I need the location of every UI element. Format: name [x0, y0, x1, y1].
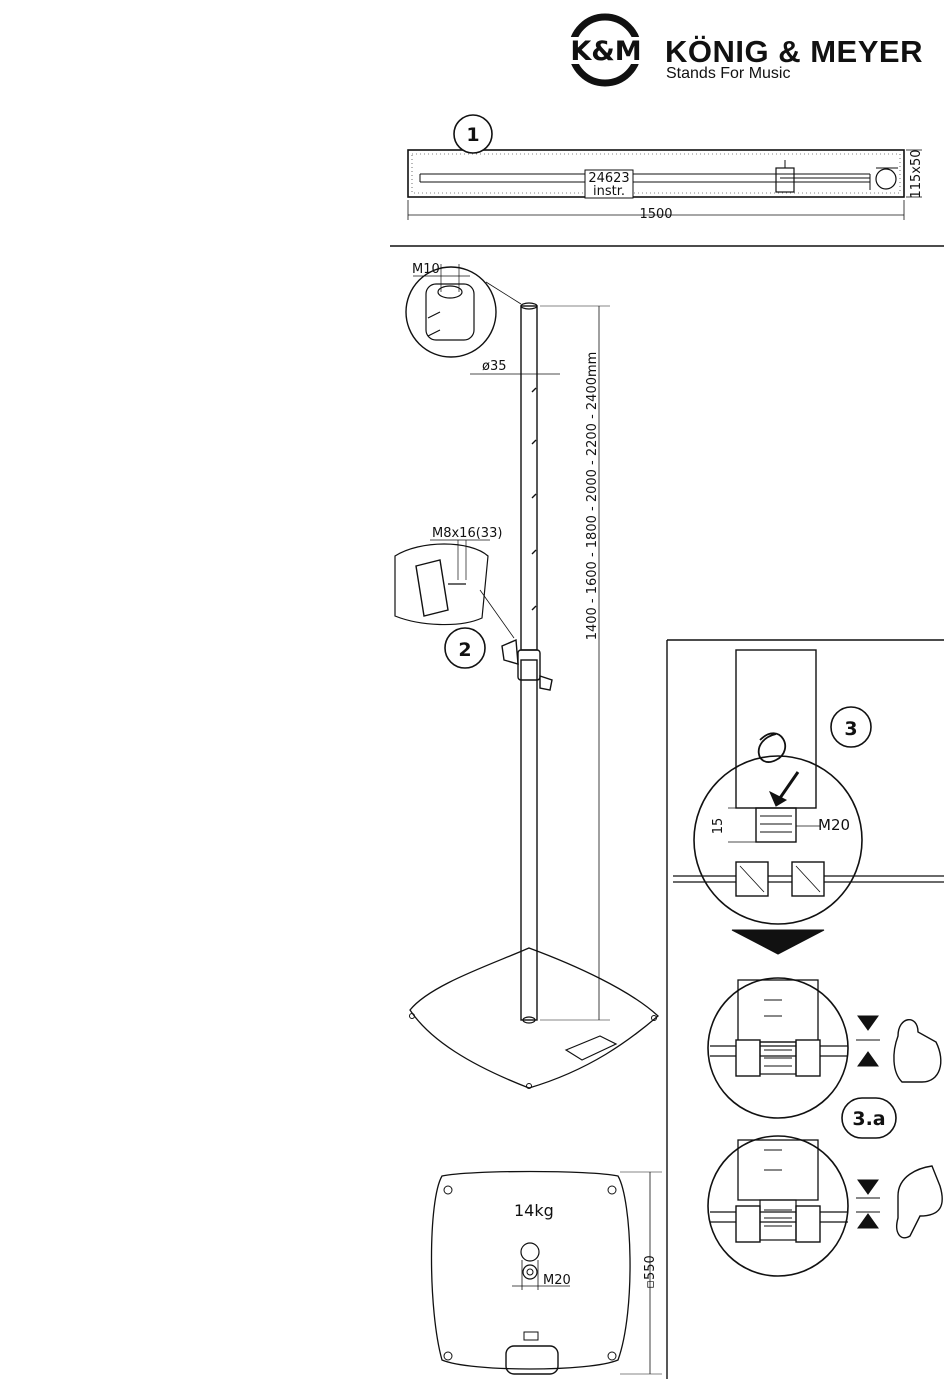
clamp-knob-icon: [502, 640, 518, 664]
pole-diameter-label: ø35: [482, 359, 507, 374]
top-thread-detail: [406, 264, 521, 357]
case-cross-section-label: 115x50: [909, 149, 924, 198]
base-size-label: ▫550: [643, 1255, 658, 1289]
step-3a-number: 3.a: [852, 1108, 885, 1130]
thread-size-label: M20: [818, 816, 850, 834]
case-handle-icon: [876, 169, 896, 189]
top-thread-label: M10: [412, 262, 440, 277]
base-thread-label: M20: [543, 1273, 571, 1288]
step-2-number: 2: [458, 639, 471, 661]
thumbs-up-icon: [894, 1020, 941, 1082]
thread-length-label: 15: [711, 818, 726, 835]
screw-detail: [395, 540, 514, 638]
pole-height-range: 1400 - 1600 - 1800 - 2000 - 2200 - 2400m…: [585, 352, 600, 641]
thumb-screw-icon: [416, 560, 448, 616]
thumbs-sideways-icon: [897, 1166, 942, 1238]
case-length-label: 1500: [639, 207, 672, 222]
stand-pole-figure: [410, 303, 659, 1089]
screw-size-label: M8x16(33): [432, 526, 502, 541]
step-1-number: 1: [466, 124, 479, 146]
step-3-number: 3: [844, 718, 857, 740]
base-weight-label: 14kg: [514, 1201, 554, 1220]
step-3-panel: [667, 640, 944, 1379]
case-item-note: instr.: [593, 184, 625, 199]
